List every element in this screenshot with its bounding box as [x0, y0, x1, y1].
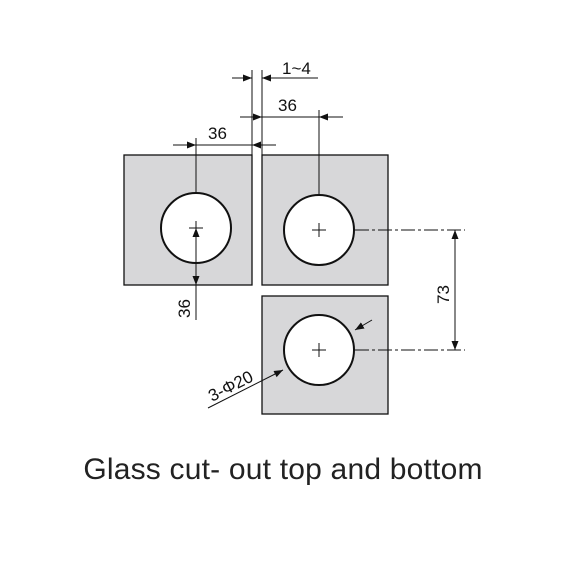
diameter-leader — [207, 319, 373, 409]
offset-right-label: 36 — [278, 96, 297, 115]
hole-right — [283, 194, 355, 266]
vertical-left-label: 36 — [175, 299, 194, 318]
gap-label: 1~4 — [282, 59, 311, 78]
diameter-label: 3-Φ20 — [205, 367, 256, 406]
offset-left-label: 36 — [208, 124, 227, 143]
vertical-right-dimension — [355, 229, 465, 351]
caption: Glass cut- out top and bottom — [83, 453, 483, 486]
offset-left-dimension — [173, 138, 276, 193]
hole-bottom — [283, 314, 355, 386]
gap-dimension — [232, 70, 318, 155]
vertical-right-label: 73 — [434, 285, 453, 304]
offset-right-dimension — [240, 110, 343, 195]
